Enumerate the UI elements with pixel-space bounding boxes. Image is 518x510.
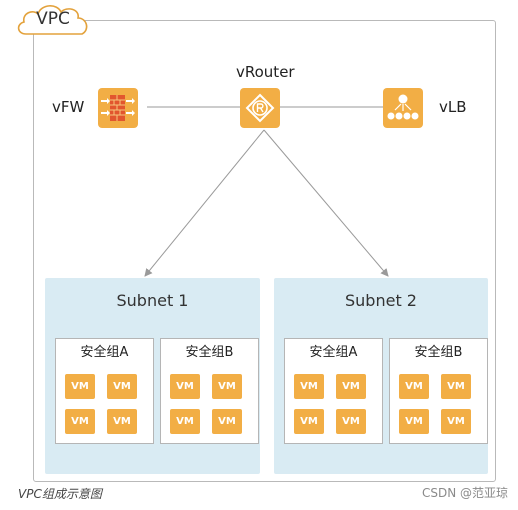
- subnet-2: Subnet 2 安全组A VM VM VM VM 安全组B VM VM VM …: [274, 278, 488, 474]
- vpc-frame: [33, 20, 496, 482]
- vm-icon: VM: [399, 409, 429, 434]
- load-balancer-icon: [383, 88, 423, 128]
- vm-icon: VM: [212, 374, 242, 399]
- figure-caption: VPC组成示意图: [18, 487, 102, 501]
- vm-icon: VM: [441, 409, 471, 434]
- subnet-title: Subnet 1: [116, 291, 189, 310]
- cloud-icon: [17, 5, 88, 35]
- vm-icon: VM: [336, 409, 366, 434]
- vm-icon: VM: [107, 409, 137, 434]
- vm-icon: VM: [170, 409, 200, 434]
- vm-icon: VM: [294, 374, 324, 399]
- router-icon: [240, 88, 280, 128]
- vm-icon: VM: [336, 374, 366, 399]
- vlb-label: vLB: [439, 98, 467, 116]
- watermark: CSDN @范亚琼: [421, 486, 508, 500]
- vm-icon: VM: [107, 374, 137, 399]
- security-group-a: 安全组A VM VM VM VM: [55, 338, 154, 444]
- vm-icon: VM: [65, 374, 95, 399]
- security-group-title: 安全组A: [80, 345, 129, 360]
- security-group-b: 安全组B VM VM VM VM: [160, 338, 259, 444]
- firewall-icon: [98, 88, 138, 128]
- security-group-title: 安全组B: [185, 345, 234, 360]
- vm-icon: VM: [170, 374, 200, 399]
- security-group-title: 安全组B: [414, 345, 463, 360]
- vfw-label: vFW: [52, 98, 85, 116]
- subnet-title: Subnet 2: [345, 291, 417, 310]
- security-group-b: 安全组B VM VM VM VM: [389, 338, 488, 444]
- vpc-label: VPC: [36, 9, 70, 29]
- vm-icon: VM: [399, 374, 429, 399]
- security-group-title: 安全组A: [309, 345, 358, 360]
- vm-icon: VM: [65, 409, 95, 434]
- vm-icon: VM: [294, 409, 324, 434]
- vm-icon: VM: [212, 409, 242, 434]
- security-group-a: 安全组A VM VM VM VM: [284, 338, 383, 444]
- subnet-1: Subnet 1 安全组A VM VM VM VM 安全组B VM VM VM …: [45, 278, 260, 474]
- vrouter-label: vRouter: [236, 63, 295, 81]
- vm-icon: VM: [441, 374, 471, 399]
